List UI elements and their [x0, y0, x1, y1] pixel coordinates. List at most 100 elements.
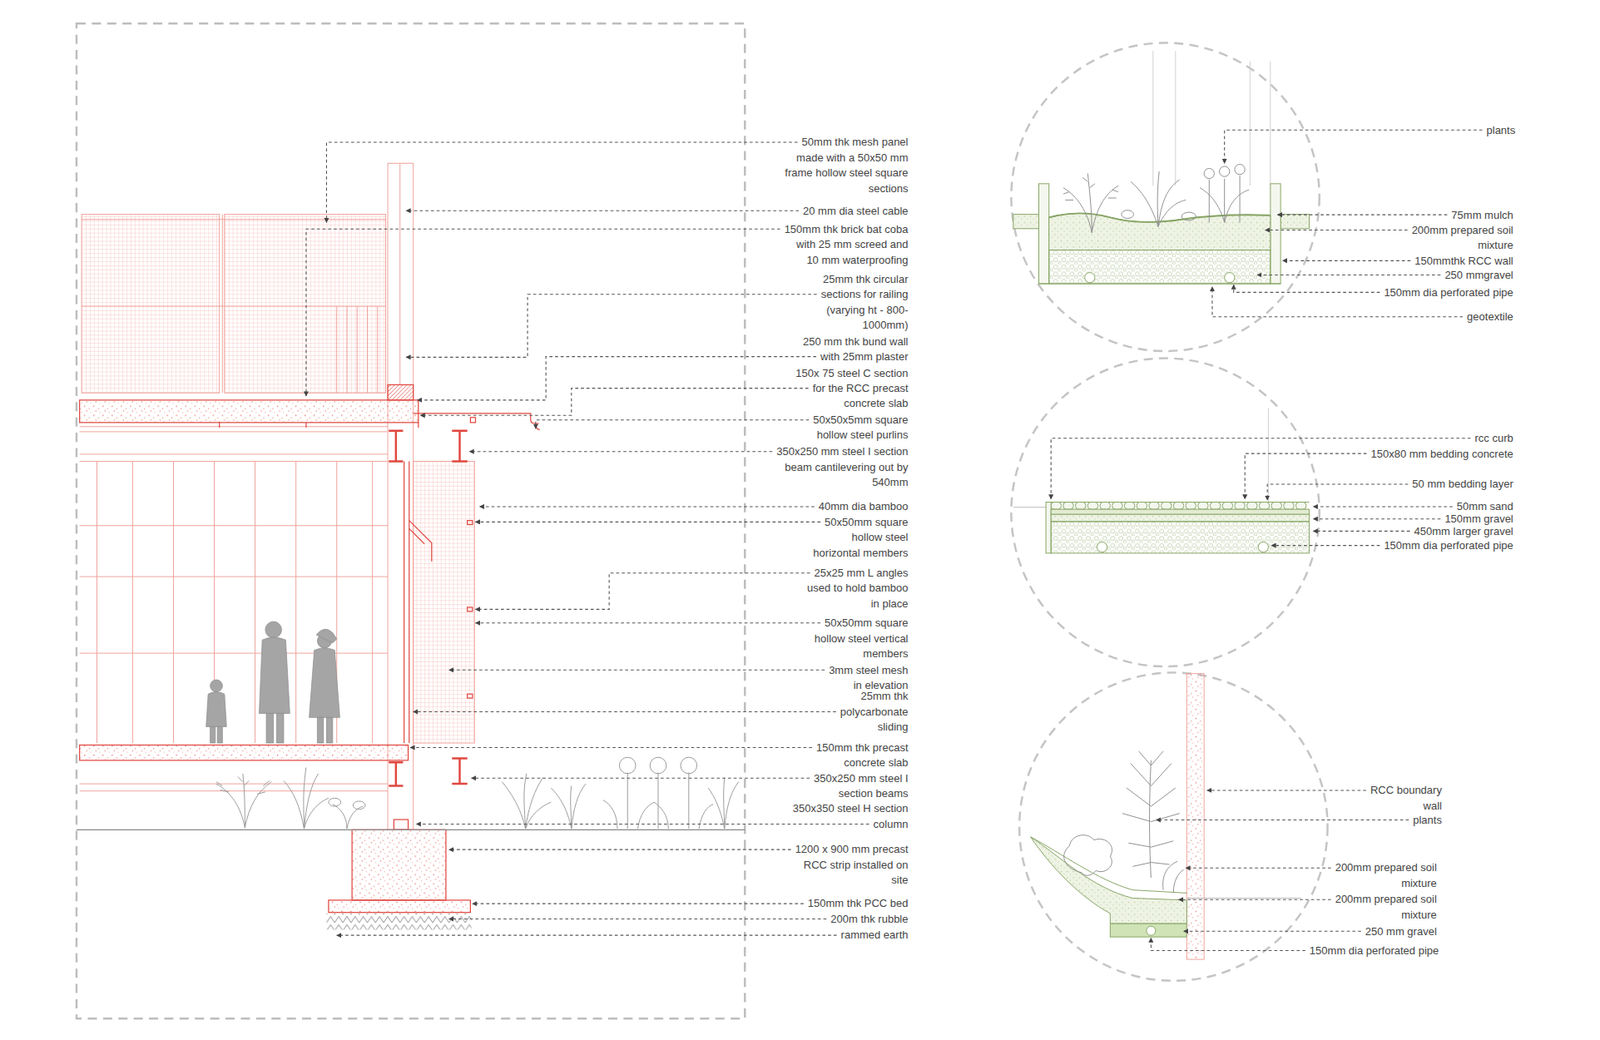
leader-line [1183, 931, 1362, 932]
callout-label: 450mm larger gravel [1414, 524, 1514, 540]
callout-label: 150mm dia perforated pipe [1309, 943, 1439, 959]
leader-line [1178, 899, 1331, 901]
callout-label: plants [1412, 812, 1442, 828]
callout-label: 25x25 mm L angles used to hold bamboo in… [807, 565, 908, 612]
label-line: with 25 mm screed and [796, 237, 908, 251]
callout-label: 150mm gravel [1444, 511, 1513, 527]
callout-label: 75mm mulch [1451, 208, 1513, 223]
label-line: 150mm thk precast [816, 741, 909, 754]
leader-line [1271, 544, 1380, 546]
leader-line [1267, 484, 1408, 501]
label-line: sections [868, 182, 909, 195]
label-line: 40mm dia bamboo [818, 500, 909, 513]
callout-label: 350x250 mm steel I section beam cantilev… [776, 444, 908, 491]
label-line: mixture [1477, 238, 1514, 252]
leader-line [535, 420, 809, 430]
label-line: 200mm prepared soil [1411, 223, 1514, 237]
callout-label: 350x350 steel H section column [792, 801, 909, 833]
callout-label: 200m thk rubble [830, 911, 908, 927]
callout-label: plants [1486, 123, 1516, 139]
leader-line [420, 388, 808, 417]
label-line: 50 mm bedding layer [1411, 477, 1513, 491]
label-line: rammed earth [841, 928, 909, 942]
label-line: 150x 75 steel C section [795, 366, 908, 380]
leader-line [1265, 229, 1408, 231]
callout-label: 350x250 mm steel I section beams [813, 771, 908, 803]
leader-line [1312, 505, 1452, 507]
label-line: 450mm larger gravel [1414, 525, 1514, 538]
callout-label: 40mm dia bamboo [818, 499, 909, 515]
leader-line [417, 356, 817, 401]
label-line: 350x250 mm steel I section [776, 445, 908, 458]
callout-label: 25mm thk circular sections for railing (… [821, 272, 909, 334]
label-line: 150mm dia perforated pipe [1383, 539, 1513, 552]
leader-line [1150, 937, 1305, 951]
label-line: mixture [1401, 876, 1437, 890]
label-line: sections for railing [821, 287, 909, 301]
label-line: 20 mm dia steel cable [802, 204, 908, 218]
label-line: 25mm thk circular [822, 272, 909, 286]
leader-line [1185, 867, 1332, 869]
leader-line [1257, 274, 1441, 276]
label-line: 200m thk rubble [830, 912, 908, 926]
label-line: in place [871, 597, 909, 610]
label-line: mixture [1401, 908, 1437, 922]
callout-label: 200mm prepared soil mixture [1335, 860, 1437, 892]
callout-label: 150x 75 steel C section for the RCC prec… [795, 366, 908, 412]
callout-label: 150mm thk precast concrete slab [816, 740, 909, 772]
leader-line [1224, 129, 1483, 164]
callout-label: 50x50x5mm square hollow steel purlins [812, 412, 908, 444]
label-line: 150mm gravel [1444, 512, 1513, 526]
label-line: 150mmthk RCC wall [1414, 254, 1513, 268]
label-line: used to hold bamboo [807, 581, 908, 595]
label-line: with 25mm plaster [820, 350, 908, 363]
leader-line [472, 903, 804, 905]
label-line: 1200 x 900 mm precast [795, 842, 909, 856]
label-line: plants [1486, 123, 1516, 137]
callout-label: 150mm dia perforated pipe [1383, 538, 1513, 554]
label-line: 250 mm gravel [1365, 925, 1437, 938]
label-line: 50mm sand [1456, 500, 1514, 513]
callout-label: 50x50mm square hollow steel horizontal m… [812, 515, 908, 561]
callout-label: 50x50mm square hollow steel vertical mem… [814, 615, 909, 662]
leader-line [1277, 214, 1447, 216]
leader-line [1312, 518, 1441, 520]
label-line: polycarbonate [840, 705, 909, 719]
callout-label: 50mm thk mesh panel made with a 50x50 mm… [784, 134, 908, 197]
label-line: 25x25 mm L angles [814, 566, 909, 580]
label-line: 3mm steel mesh [828, 663, 908, 677]
callout-label: 250 mm gravel [1365, 924, 1437, 940]
label-line: plants [1412, 813, 1442, 827]
leader-line [336, 935, 838, 937]
label-line: wall [1423, 799, 1442, 813]
label-line: hollow steel purlins [817, 428, 909, 441]
callout-label: 25mm thk polycarbonate sliding [840, 688, 909, 735]
label-line: concrete slab [843, 396, 908, 410]
label-line: sliding [877, 720, 909, 734]
label-line: geotextile [1466, 310, 1514, 323]
callout-label: 3mm steel mesh in elevation [828, 663, 908, 694]
callout-label: geotextile [1466, 309, 1514, 325]
callout-label: 150mm dia perforated pipe [1383, 285, 1513, 301]
leader-line [1312, 530, 1410, 532]
leader-line [406, 294, 818, 358]
label-line: hollow steel vertical [814, 632, 909, 645]
label-line: 540mm [871, 475, 908, 489]
leader-line [449, 669, 826, 671]
callout-label: 150mmthk RCC wall [1414, 253, 1513, 269]
label-line: column [873, 817, 909, 831]
leader-line [416, 823, 869, 825]
label-line: beam cantilevering out by [784, 460, 908, 474]
callout-label: 150x80 mm bedding concrete [1370, 446, 1513, 462]
callout-label: 50mm sand [1456, 499, 1514, 515]
label-line: 350x350 steel H section [792, 802, 909, 815]
callout-label: 50 mm bedding layer [1411, 476, 1513, 492]
label-line: RCC boundary [1370, 783, 1442, 797]
label-line: section beams [838, 787, 909, 800]
callout-label: 200mm prepared soil mixture [1411, 222, 1514, 254]
label-line: 50x50mm square [824, 616, 908, 630]
label-line: made with a 50x50 mm [796, 151, 908, 164]
label-line: 50x50mm square [824, 515, 908, 529]
leader-line [1244, 453, 1367, 500]
label-line: 350x250 mm steel I [813, 772, 908, 785]
